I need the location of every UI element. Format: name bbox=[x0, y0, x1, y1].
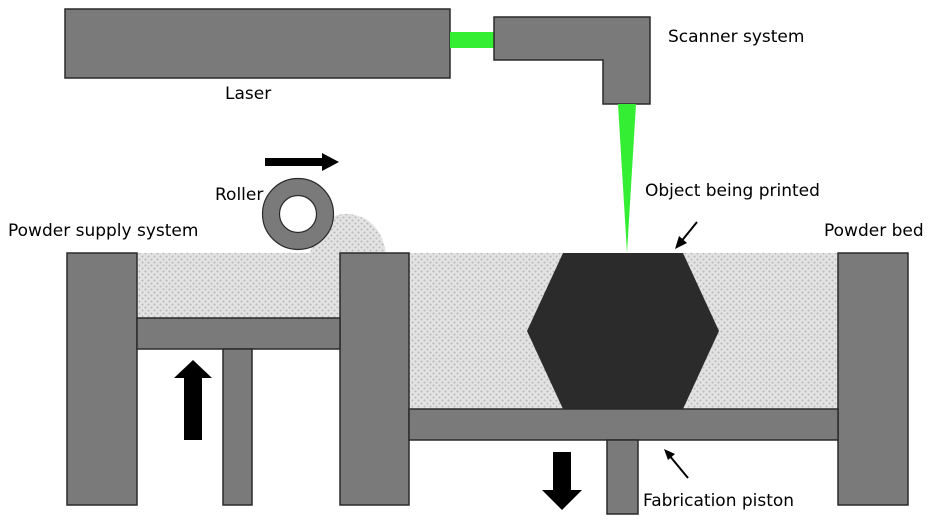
label-roller: Roller bbox=[215, 185, 263, 205]
fabrication-piston-plate bbox=[408, 408, 839, 441]
supply-piston-rod bbox=[222, 348, 253, 506]
right-wall bbox=[837, 252, 909, 506]
left-wall bbox=[66, 252, 138, 506]
object-pointer-head bbox=[675, 236, 687, 249]
label-fabrication-piston: Fabrication piston bbox=[643, 491, 794, 511]
laser-beam-horizontal bbox=[450, 32, 494, 48]
powder-supply-fill bbox=[137, 253, 340, 318]
label-scanner: Scanner system bbox=[668, 27, 804, 47]
roller-outline-outer bbox=[261, 177, 335, 251]
scanner-body bbox=[493, 16, 651, 105]
laser-beam-vertical bbox=[618, 104, 636, 253]
printed-object bbox=[527, 253, 719, 409]
roller bbox=[262, 178, 334, 250]
roller-outline-inner bbox=[278, 194, 318, 234]
laser-body bbox=[64, 8, 451, 79]
piston-pointer-line bbox=[668, 454, 689, 479]
supply-up-arrow bbox=[174, 360, 212, 440]
label-laser: Laser bbox=[225, 84, 271, 104]
supply-piston-plate bbox=[136, 317, 341, 350]
label-powder-bed: Powder bed bbox=[824, 221, 924, 241]
label-powder-supply: Powder supply system bbox=[8, 221, 198, 241]
fabrication-down-arrow bbox=[542, 452, 582, 510]
fabrication-piston-rod bbox=[606, 439, 639, 515]
middle-wall bbox=[339, 252, 410, 506]
piston-pointer-head bbox=[664, 449, 675, 460]
label-object: Object being printed bbox=[645, 181, 820, 201]
roller-direction-arrow bbox=[265, 153, 339, 171]
